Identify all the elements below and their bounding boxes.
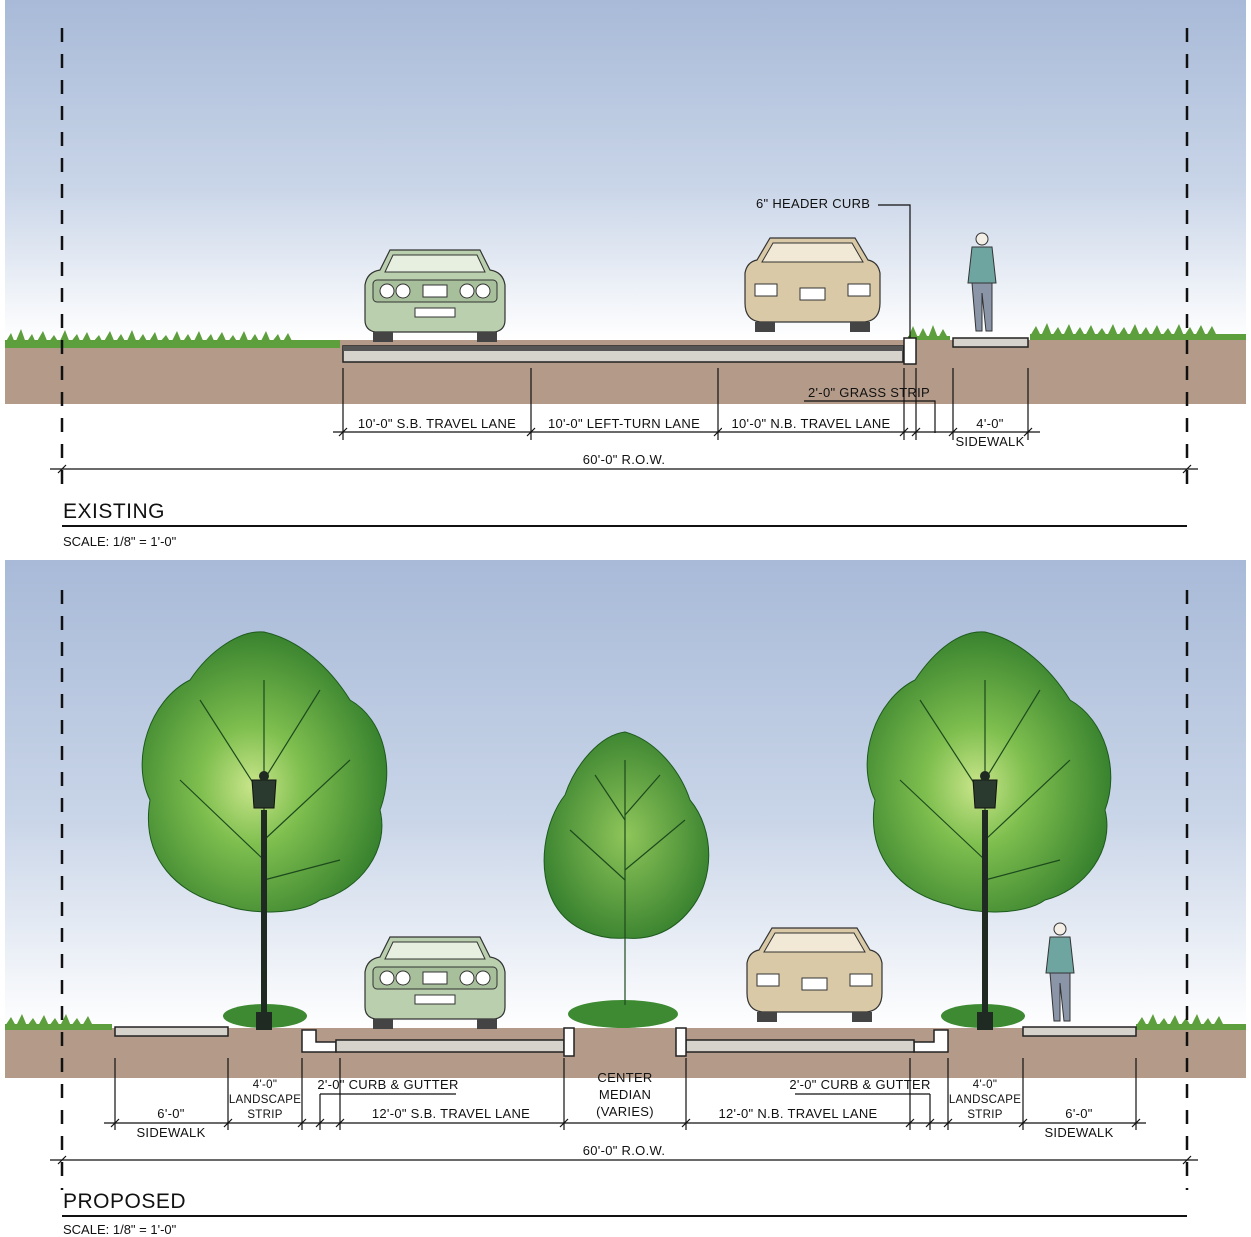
proposed-sb-lane-label: 12'-0" S.B. TRAVEL LANE	[372, 1106, 530, 1121]
car-icon	[364, 249, 506, 343]
proposed-left-sidewalk	[114, 1026, 229, 1037]
existing-sidewalk-dim: 4'-0"	[976, 416, 1003, 431]
right-curb-gutter-label: 2'-0" CURB & GUTTER	[789, 1077, 930, 1092]
proposed-title: PROPOSED	[63, 1190, 186, 1213]
left-curb-gutter-label: 2'-0" CURB & GUTTER	[317, 1077, 458, 1092]
car-icon	[746, 927, 883, 1023]
existing-left-turn-label: 10'-0" LEFT-TURN LANE	[548, 416, 700, 431]
proposed-grass-right	[1136, 1014, 1224, 1026]
proposed-left-sidewalk-dim: 6'-0"	[157, 1106, 184, 1121]
right-landscape-dim: 4'-0"	[973, 1079, 997, 1091]
existing-row-label: 60'-0" R.O.W.	[583, 452, 666, 467]
tree-icon	[543, 731, 710, 1005]
proposed-right-sidewalk-dim: 6'-0"	[1065, 1106, 1092, 1121]
median-curb-left	[563, 1027, 575, 1057]
left-landscape-label: LANDSCAPE	[229, 1094, 301, 1106]
grass-strip-label: 2'-0" GRASS STRIP	[808, 385, 930, 400]
median-label-2: MEDIAN	[599, 1087, 651, 1102]
left-landscape-label-2: STRIP	[247, 1109, 282, 1121]
existing-grass-blades-right	[1030, 323, 1217, 336]
proposed-right-sidewalk	[1022, 1026, 1137, 1037]
proposed-nb-lane-label: 12'-0" N.B. TRAVEL LANE	[719, 1106, 878, 1121]
proposed-scale: SCALE: 1/8" = 1'-0"	[63, 1222, 177, 1237]
existing-sky	[5, 0, 1246, 340]
proposed-left-sidewalk-label: SIDEWALK	[136, 1125, 205, 1140]
existing-header-curb	[903, 337, 917, 365]
right-landscape-label-2: STRIP	[967, 1109, 1002, 1121]
car-icon	[744, 237, 881, 333]
median-curb-right	[675, 1027, 687, 1057]
existing-title: EXISTING	[63, 500, 165, 523]
existing-scale: SCALE: 1/8" = 1'-0"	[63, 534, 177, 549]
median-label-1: CENTER	[597, 1070, 652, 1085]
existing-sidewalk-label: SIDEWALK	[955, 434, 1024, 449]
proposed-sb-pavement	[335, 1039, 565, 1053]
existing-nb-lane-label: 10'-0" N.B. TRAVEL LANE	[732, 416, 891, 431]
existing-sb-lane-label: 10'-0" S.B. TRAVEL LANE	[358, 416, 516, 431]
proposed-row-label: 60'-0" R.O.W.	[583, 1143, 666, 1158]
existing-grass-blades-left	[5, 329, 293, 343]
existing-sidewalk	[952, 337, 1029, 348]
tree-icon	[866, 631, 1112, 1005]
existing-grass-strip	[908, 325, 948, 338]
car-icon	[364, 936, 506, 1030]
right-landscape-label: LANDSCAPE	[949, 1094, 1021, 1106]
median-label-3: (VARIES)	[596, 1104, 654, 1119]
proposed-right-sidewalk-label: SIDEWALK	[1044, 1125, 1113, 1140]
proposed-grass-left	[5, 1014, 93, 1026]
proposed-nb-pavement	[685, 1039, 915, 1053]
left-landscape-dim: 4'-0"	[253, 1079, 277, 1091]
header-curb-label: 6" HEADER CURB	[756, 196, 870, 211]
